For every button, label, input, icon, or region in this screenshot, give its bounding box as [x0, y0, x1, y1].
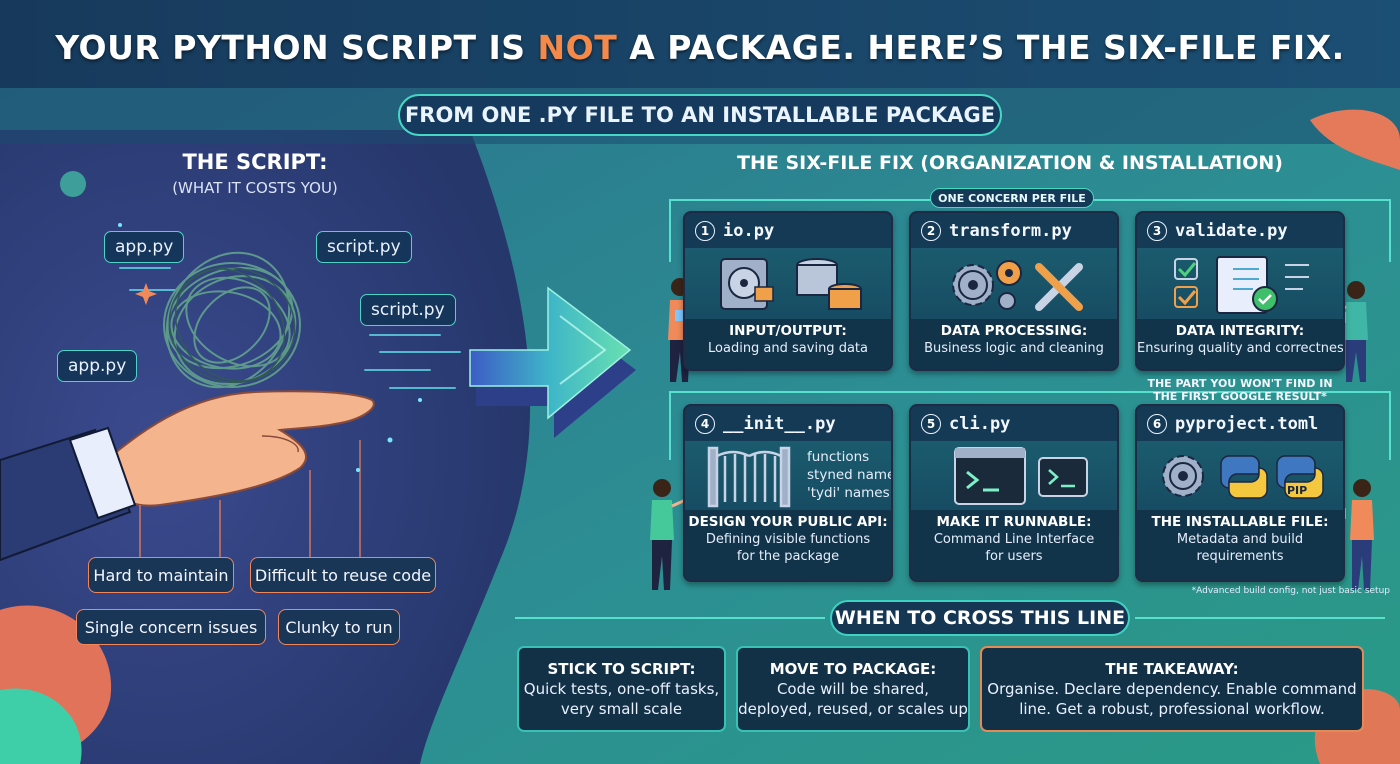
step-number: 4: [695, 413, 715, 434]
disk-database-icon: [685, 249, 891, 319]
illus-label: functions: [807, 449, 870, 465]
card-desc: for users: [985, 549, 1043, 564]
cross-line-heading: WHEN TO CROSS THIS LINE: [830, 600, 1130, 636]
file-name: transform.py: [949, 220, 1072, 241]
card-io: 1 io.py INPUT/OUTPUT: Loading and saving d…: [683, 211, 893, 371]
box-title: STICK TO SCRIPT:: [547, 660, 696, 678]
box-text: Code will be shared,: [776, 680, 930, 698]
title-highlight: NOT: [537, 28, 618, 67]
box-text: deployed, reused, or scales up: [738, 700, 968, 718]
box-title: MOVE TO PACKAGE:: [769, 660, 937, 678]
pain-point: Difficult to reuse code: [250, 557, 436, 593]
python-gear-icon: PIP: [1137, 442, 1343, 510]
card-desc: Loading and saving data: [708, 341, 868, 356]
part-note: THE PART YOU WON'T FIND IN THE FIRST GOO…: [1147, 377, 1333, 403]
pain-point: Clunky to run: [278, 609, 400, 645]
card-title: DESIGN YOUR PUBLIC API:: [688, 514, 888, 530]
file-tag: script.py: [316, 231, 412, 263]
pain-point: Hard to maintain: [88, 557, 234, 593]
step-number: 1: [695, 220, 715, 241]
pain-point: Single concern issues: [76, 609, 266, 645]
advanced-note: *Advanced build config, not just basic s…: [1191, 586, 1390, 596]
fix-heading: THE SIX-FILE FIX (ORGANIZATION & INSTALL…: [737, 152, 1283, 174]
move-to-package-box: MOVE TO PACKAGE: Code will be shared, de…: [736, 646, 970, 732]
takeaway-box: THE TAKEAWAY: Organise. Declare dependen…: [980, 646, 1364, 732]
card-title: THE INSTALLABLE FILE:: [1151, 514, 1329, 530]
box-text: Organise. Declare dependency. Enable com…: [987, 680, 1357, 698]
box-title: THE TAKEAWAY:: [1105, 660, 1239, 678]
illus-label: styned names: [807, 467, 893, 483]
file-name: cli.py: [949, 413, 1011, 434]
gate-icon: functions styned names 'tydi' names: [685, 442, 891, 510]
card-title: DATA PROCESSING:: [940, 323, 1088, 339]
file-name: __init__.py: [723, 413, 836, 434]
subtitle-pill: FROM ONE .PY FILE TO AN INSTALLABLE PACK…: [398, 94, 1002, 136]
file-tag: app.py: [104, 231, 185, 263]
card-desc: Metadata and build: [1176, 532, 1304, 547]
card-init: 4 __init__.py functions styned names 'tyd…: [683, 404, 893, 582]
card-desc: Defining visible functions: [705, 532, 871, 547]
file-tag: script.py: [360, 294, 456, 326]
file-name: io.py: [723, 220, 775, 241]
file-name: validate.py: [1175, 220, 1288, 241]
page-title: YOUR PYTHON SCRIPT IS NOT A PACKAGE. HER…: [55, 28, 1345, 67]
terminal-icon: [911, 442, 1117, 510]
file-tag: app.py: [57, 350, 138, 382]
card-title: MAKE IT RUNNABLE:: [936, 514, 1092, 530]
card-validate: 3 validate.py DATA INTEGRITY: Ensuring qua…: [1135, 211, 1345, 371]
step-number: 3: [1147, 220, 1167, 241]
gears-wrench-icon: [911, 249, 1117, 319]
card-pyproject: 6 pyproject.toml PIP THE INSTALLABLE FILE…: [1135, 404, 1345, 582]
card-desc: Ensuring quality and correctness: [1137, 341, 1345, 356]
box-text: very small scale: [560, 700, 683, 718]
illus-label: 'tydi' names: [807, 485, 890, 501]
step-number: 6: [1147, 413, 1167, 434]
step-number: 5: [921, 413, 941, 434]
card-desc: for the package: [736, 549, 840, 564]
pip-label: PIP: [1287, 484, 1308, 497]
card-desc: Business logic and cleaning: [924, 341, 1104, 356]
card-desc: requirements: [1196, 549, 1284, 564]
card-title: INPUT/OUTPUT:: [729, 323, 847, 339]
file-name: pyproject.toml: [1175, 413, 1319, 434]
box-text: line. Get a robust, professional workflo…: [1019, 700, 1325, 718]
concern-label: ONE CONCERN PER FILE: [930, 188, 1094, 208]
box-text: Quick tests, one-off tasks,: [523, 680, 720, 698]
card-transform: 2 transform.py DATA PROCESSING: Business l…: [909, 211, 1119, 371]
card-cli: 5 cli.py MAKE IT RUNNABLE: Command Line In…: [909, 404, 1119, 582]
script-subheading: (WHAT IT COSTS YOU): [172, 179, 338, 197]
script-heading: THE SCRIPT:: [182, 150, 328, 174]
step-number: 2: [921, 220, 941, 241]
checklist-icon: [1137, 249, 1343, 319]
card-title: DATA INTEGRITY:: [1175, 323, 1305, 339]
card-desc: Command Line Interface: [933, 532, 1095, 547]
stick-to-script-box: STICK TO SCRIPT: Quick tests, one-off ta…: [517, 646, 726, 732]
